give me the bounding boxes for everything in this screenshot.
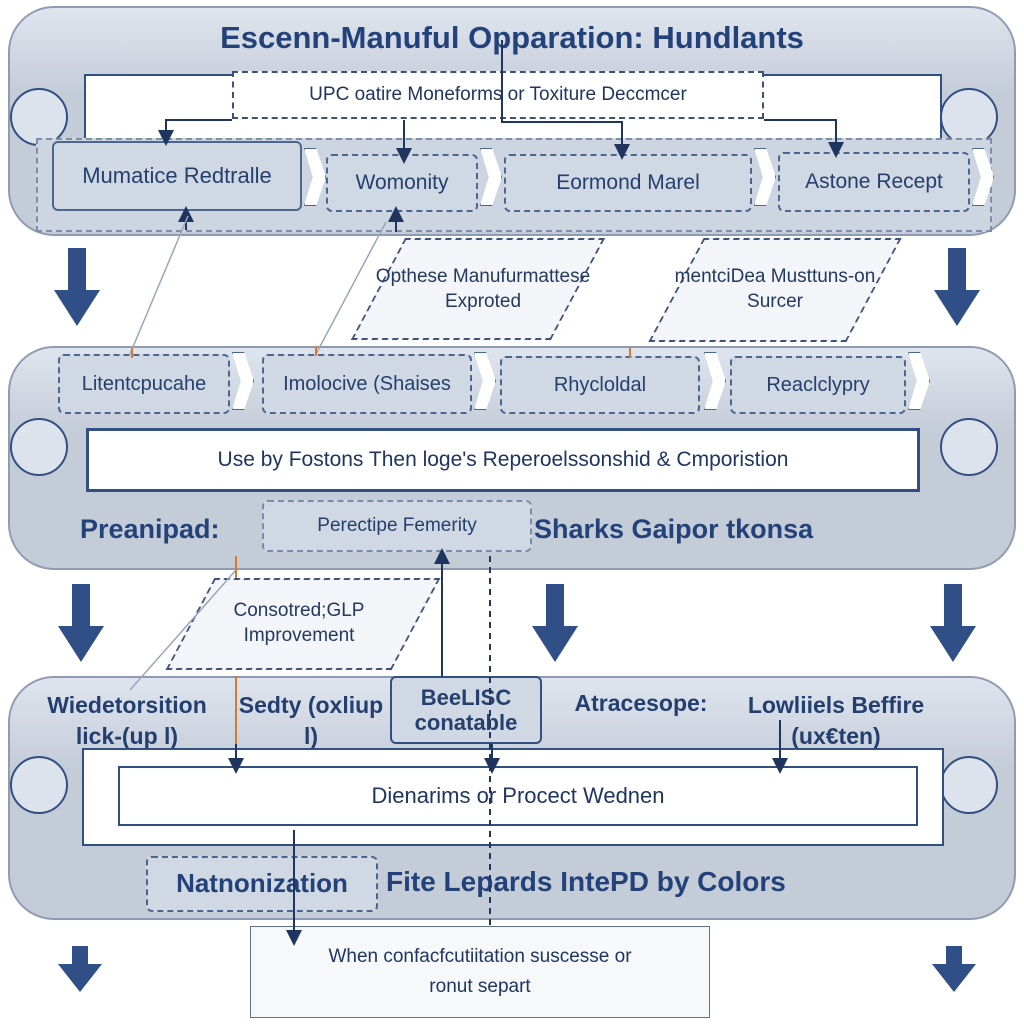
bottom-left-box[interactable]: Natnonization — [146, 856, 378, 912]
diagram-title: Escenn-Manuful Opparation: Hundlants — [220, 20, 804, 55]
wire-diag-left-1 — [129, 215, 189, 355]
bottom-right-label: Fite Lepards IntePD by Colors — [386, 866, 786, 897]
footer-box: When confacfcutiitation suscesse or ronu… — [250, 926, 710, 1018]
top-node-2[interactable]: Womonity — [326, 154, 478, 212]
bottom-col3-box[interactable]: BeeLISC conatable — [390, 676, 542, 744]
bottom-left-ring — [10, 756, 68, 814]
top-right-ring — [940, 88, 998, 146]
middle-center-box[interactable]: Perectipe Femerity — [262, 500, 532, 552]
bottom-col5-label: Lowliiels Beffire (ux€ten) — [747, 692, 925, 750]
middle-node-4[interactable]: Reaclclypry — [730, 356, 906, 414]
down-arrow-center-2 — [532, 584, 578, 664]
bottom-col1-label: Wiedetorsition lick-(up l) — [47, 692, 207, 750]
middle-node-2[interactable]: Imolocive (Shaises — [262, 354, 472, 414]
top-node-1[interactable]: Mumatice Redtralle — [52, 141, 302, 211]
down-arrow-left-1 — [54, 248, 100, 328]
down-arrow-right-3 — [932, 946, 976, 996]
middle-right-ring — [940, 418, 998, 476]
middle-banner: Use by Fostons Then loge's Reperoelssons… — [86, 428, 920, 492]
down-arrow-left-2 — [58, 584, 104, 664]
bottom-col4-label: Atracesope: — [574, 690, 708, 716]
middle-node-1[interactable]: Litentcpucahe — [58, 354, 230, 414]
middle-left-label: Preanipad: — [80, 514, 220, 544]
bottom-right-ring — [940, 756, 998, 814]
top-node-3[interactable]: Eormond Marel — [504, 154, 752, 212]
down-arrow-left-3 — [58, 946, 102, 996]
middle-right-label: Sharks Gaipor tkonsa — [534, 514, 814, 544]
down-arrow-right-1 — [934, 248, 980, 328]
top-node-4[interactable]: Astone Recept — [778, 152, 970, 212]
down-arrow-right-2 — [930, 584, 976, 664]
bottom-banner: Dienarims or Procect Wednen — [118, 766, 918, 826]
middle-left-ring — [10, 418, 68, 476]
top-subtitle-box: UPC oatire Moneforms or Toxiture Deccmce… — [232, 71, 764, 119]
bottom-col2-label: Sedty (oxliup l) — [238, 692, 384, 750]
note-left-text: Opthese Manufurmattese Exproted — [375, 266, 591, 312]
middle-node-3[interactable]: Rhycloldal — [500, 356, 700, 414]
note-middle-text: Consotred;GLP Improvement — [233, 600, 365, 646]
note-right-text: mentciDea Musttuns-on Surcer — [674, 266, 876, 312]
